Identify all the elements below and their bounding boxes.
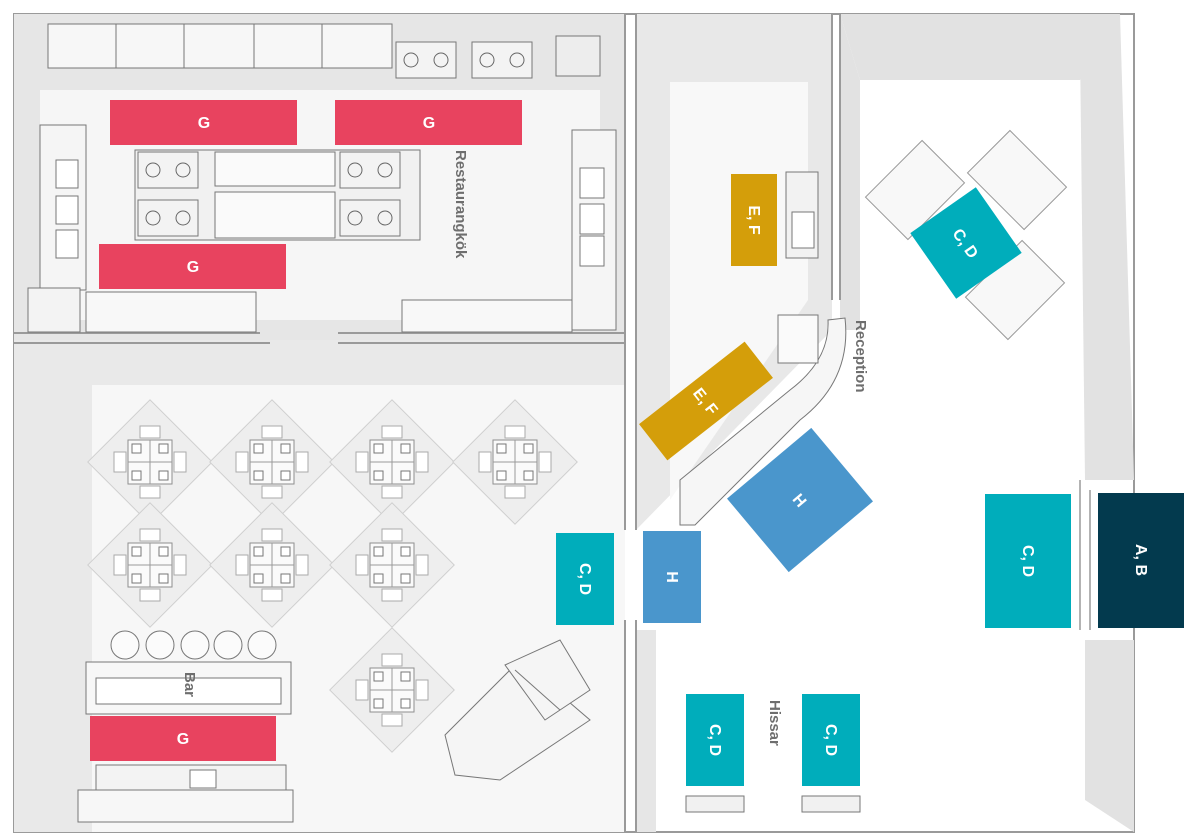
- piano: [444, 639, 591, 781]
- zone-g-3: G: [99, 244, 286, 289]
- zone-ef-1-label: E, F: [745, 205, 762, 235]
- zone-g-2: G: [335, 100, 522, 145]
- zone-g-4-label: G: [177, 731, 189, 748]
- zone-cd-4: C, D: [802, 694, 860, 786]
- zone-h-2: H: [727, 427, 873, 573]
- zone-ab-label: A, B: [1132, 544, 1149, 576]
- zone-ef-1: E, F: [731, 174, 777, 266]
- elevator-shafts: [685, 795, 861, 813]
- bar-counter: [77, 630, 294, 823]
- zone-cd-2-label: C, D: [1019, 545, 1036, 577]
- zone-cd-1: C, D: [556, 533, 614, 625]
- kitchen-furniture: [27, 23, 617, 333]
- zone-ab: A, B: [1098, 493, 1184, 628]
- elevators-label: Hissar: [766, 700, 783, 746]
- zone-cd-1-label: C, D: [576, 563, 593, 595]
- bar-label: Bar: [181, 672, 198, 697]
- reception-label: Reception: [852, 320, 869, 393]
- zone-h-1-label: H: [663, 571, 680, 583]
- zone-cd-5: C, D: [910, 187, 1022, 299]
- zone-g-1-label: G: [198, 115, 210, 132]
- kitchen-label: Restaurangkök: [452, 150, 469, 259]
- zone-ef-2: E, F: [639, 341, 773, 461]
- zone-cd-4-label: C, D: [822, 724, 839, 756]
- zone-g-3-label: G: [187, 259, 199, 276]
- zone-h-1: H: [643, 531, 701, 623]
- zone-cd-3-label: C, D: [706, 724, 723, 756]
- zone-cd-2: C, D: [985, 494, 1071, 628]
- lounge-sofas: [864, 129, 1068, 341]
- zone-cd-3: C, D: [686, 694, 744, 786]
- zone-g-1: G: [110, 100, 297, 145]
- reception-desk: [679, 171, 847, 526]
- zone-g-4: G: [90, 716, 276, 761]
- zone-g-2-label: G: [423, 115, 435, 132]
